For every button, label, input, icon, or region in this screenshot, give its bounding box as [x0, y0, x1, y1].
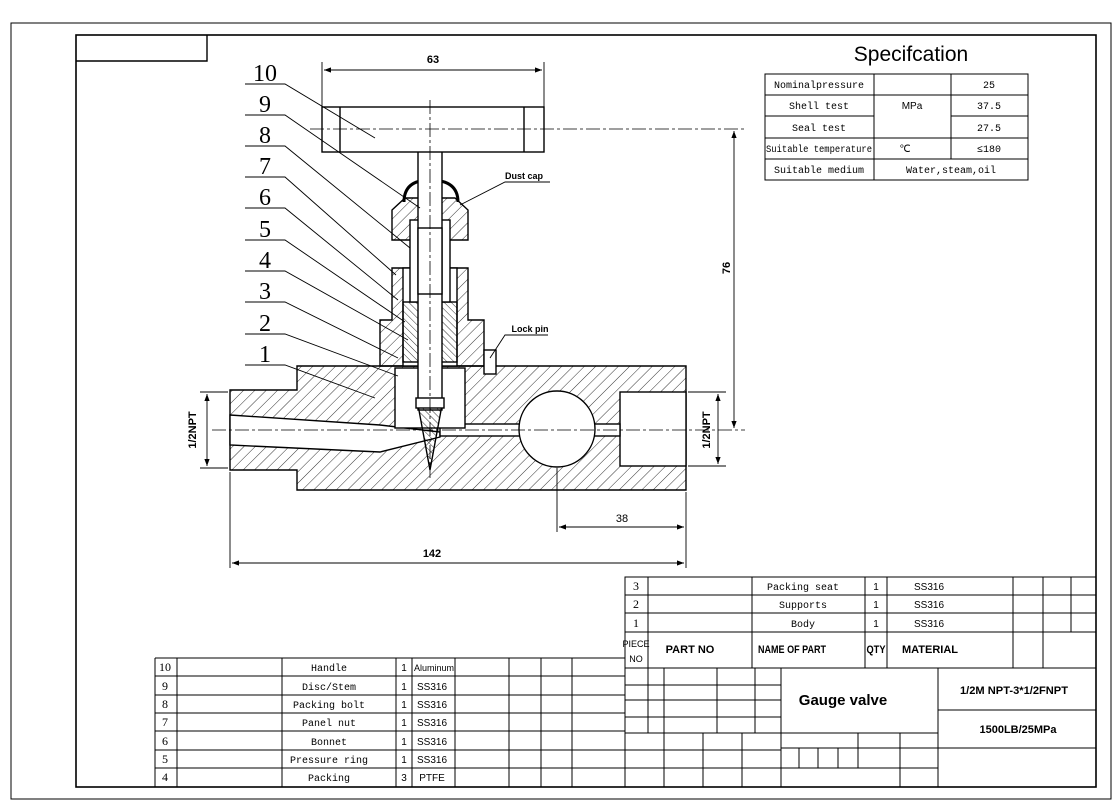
spec-label-3: Suitable temperature [766, 144, 872, 156]
callout-3: 3 [259, 279, 271, 305]
bom-left-no-2: 8 [162, 697, 168, 711]
bom-right-grid [624, 576, 1097, 788]
dimensions [200, 62, 737, 568]
title-product: Gauge valve [799, 692, 887, 709]
bom-left-name-6: Packing [308, 773, 350, 785]
dust-cap-label: Dust cap [505, 171, 544, 181]
dim-142: 142 [423, 548, 441, 560]
dim-76: 76 [721, 262, 733, 274]
bom-left-mat-1: SS316 [417, 682, 447, 693]
bom-right-no-0: 3 [633, 579, 639, 593]
bom-left-name-2: Packing bolt [293, 700, 365, 712]
bom-header-name: NAME OF PART [758, 644, 826, 656]
bom-header-part-no: PART NO [666, 644, 715, 656]
bom-left-no-0: 10 [159, 660, 171, 674]
valve-drawing [229, 106, 687, 491]
handle [321, 106, 545, 153]
callout-4: 4 [259, 248, 271, 274]
bom-left-no-1: 9 [162, 679, 168, 693]
title-rating: 1500LB/25MPa [979, 724, 1057, 736]
dim-38: 38 [616, 513, 628, 525]
callout-leaders [245, 83, 550, 399]
bom-left-mat-0: Aluminum [414, 663, 454, 673]
spec-label-4: Suitable medium [774, 165, 864, 177]
spec-value-0: 25 [983, 81, 995, 92]
bom-right-mat-2: SS316 [914, 619, 944, 630]
bom-right-qty-0: 1 [873, 582, 879, 593]
bom-left-no-3: 7 [162, 715, 168, 729]
bom-left-qty-0: 1 [401, 663, 407, 674]
bom-left-name-3: Panel nut [302, 718, 356, 730]
corner-box [76, 35, 208, 62]
bom-left-name-5: Pressure ring [290, 755, 368, 767]
bom-right-qty-1: 1 [873, 600, 879, 611]
bom-left-no-5: 5 [162, 752, 168, 766]
bom-left-no-4: 6 [162, 734, 168, 748]
spec-value-1: 37.5 [977, 102, 1001, 113]
spec-title: Specifcation [854, 43, 968, 66]
npt-left: 1/2NPT [187, 411, 199, 449]
bom-header-piece: PIECE [622, 639, 649, 649]
callout-9: 9 [259, 92, 271, 118]
inner-border [75, 34, 1097, 788]
centre-lines [212, 100, 745, 478]
spec-value-2: 27.5 [977, 124, 1001, 135]
callout-2: 2 [259, 311, 271, 337]
bom-right-mat-1: SS316 [914, 600, 944, 611]
bom-left-mat-6: PTFE [419, 773, 445, 784]
spec-label-0: Nominalpressure [774, 80, 864, 92]
bom-left-name-1: Disc/Stem [302, 682, 356, 694]
bom-left-qty-4: 1 [401, 737, 407, 748]
bom-right-mat-0: SS316 [914, 582, 944, 593]
dim-63: 63 [427, 54, 439, 66]
spec-label-1: Shell test [789, 101, 849, 113]
bom-right-name-1: Supports [779, 601, 827, 612]
callout-1: 1 [259, 342, 271, 368]
bom-left-qty-6: 3 [401, 773, 407, 784]
bom-left-qty-5: 1 [401, 755, 407, 766]
bom-right-name-2: Body [791, 619, 815, 631]
callout-8: 8 [259, 123, 271, 149]
callout-7: 7 [259, 154, 271, 180]
bom-right-no-1: 2 [633, 597, 639, 611]
lock-pin [483, 349, 497, 375]
bom-left-mat-4: SS316 [417, 737, 447, 748]
bom-left-mat-3: SS316 [417, 718, 447, 729]
spec-value-4: Water,steam,oil [906, 165, 996, 177]
spec-label-2: Seal test [792, 123, 846, 135]
bom-left-name-0: Handle [311, 663, 347, 675]
bom-left-no-6: 4 [162, 770, 168, 784]
callout-10: 10 [253, 61, 277, 87]
bom-right-no-2: 1 [633, 616, 639, 630]
spec-unit-celsius: ℃ [899, 145, 910, 156]
bom-left-name-4: Bonnet [311, 738, 347, 749]
bom-left-qty-1: 1 [401, 682, 407, 693]
bom-left-mat-2: SS316 [417, 700, 447, 711]
bom-left-mat-5: SS316 [417, 755, 447, 766]
bom-right-qty-2: 1 [873, 619, 879, 630]
bom-header-qty: QTY [867, 644, 887, 656]
side-port-circle [518, 390, 596, 468]
title-connection: 1/2M NPT-3*1/2FNPT [960, 685, 1068, 697]
spec-value-3: ≤180 [977, 145, 1001, 156]
npt-right: 1/2NPT [701, 411, 713, 449]
callout-5: 5 [259, 217, 271, 243]
outer-border [10, 22, 1112, 800]
callout-6: 6 [259, 185, 271, 211]
bom-left-grid [154, 657, 625, 787]
lock-pin-label: Lock pin [511, 324, 548, 334]
bom-header-material: MATERIAL [902, 644, 958, 656]
bom-left-qty-2: 1 [401, 700, 407, 711]
bom-left-qty-3: 1 [401, 718, 407, 729]
spec-unit-mpa: MPa [902, 101, 923, 112]
bom-header-piece-no: NO [629, 654, 643, 664]
bom-right-name-0: Packing seat [767, 582, 839, 594]
spec-table [764, 73, 1029, 181]
